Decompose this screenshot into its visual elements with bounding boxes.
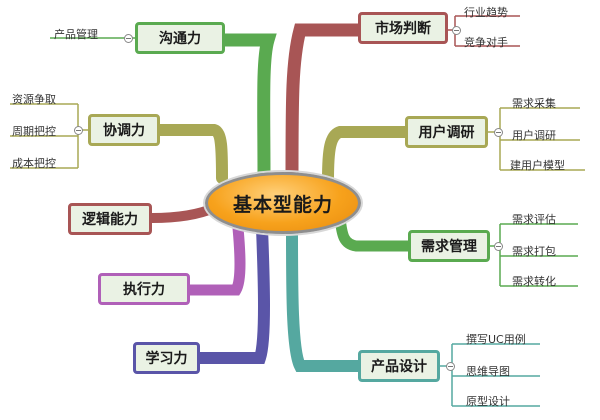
leaf-requirements-1[interactable]: 需求评估 [512, 213, 556, 226]
leaf-design-2[interactable]: 思维导图 [466, 365, 510, 378]
trunk-design [286, 222, 364, 372]
trunk-market [285, 23, 365, 183]
node-design-label: 产品设计 [371, 359, 427, 375]
node-coordination[interactable]: 协调力 [88, 114, 160, 146]
trunk-learning [194, 222, 270, 364]
joint-communication[interactable] [124, 34, 133, 43]
center-topic-label: 基本型能力 [232, 193, 333, 216]
joint-coordination[interactable] [74, 126, 83, 135]
joint-design[interactable] [446, 362, 455, 371]
leaf-requirements-3[interactable]: 需求转化 [512, 275, 556, 288]
node-requirements[interactable]: 需求管理 [408, 230, 490, 262]
node-logic-label: 逻辑能力 [82, 212, 138, 228]
joint-requirements[interactable] [494, 242, 503, 251]
leaf-coordination-3[interactable]: 成本把控 [12, 157, 56, 170]
node-communication-label: 沟通力 [159, 31, 201, 47]
leaf-lines-coordination [10, 103, 88, 169]
leaf-coordination-1[interactable]: 资源争取 [12, 93, 56, 106]
node-coordination-label: 协调力 [103, 123, 145, 139]
trunk-execution [184, 222, 246, 296]
node-user-research-label: 用户调研 [418, 125, 475, 141]
leaf-market-1[interactable]: 行业趋势 [464, 6, 508, 19]
node-user-research[interactable]: 用户调研 [405, 116, 488, 148]
node-market[interactable]: 市场判断 [358, 12, 448, 44]
trunk-coordination [154, 124, 228, 184]
joint-market[interactable] [452, 26, 461, 35]
leaf-user-research-1[interactable]: 需求采集 [512, 97, 556, 110]
trunk-requirements [334, 212, 414, 252]
leaf-design-1[interactable]: 撰写UC用例 [466, 333, 526, 346]
node-communication[interactable]: 沟通力 [135, 22, 225, 54]
leaf-user-research-3[interactable]: 建用户模型 [510, 159, 565, 172]
node-requirements-label: 需求管理 [421, 239, 477, 255]
leaf-requirements-2[interactable]: 需求打包 [512, 245, 556, 258]
node-execution-label: 执行力 [123, 282, 165, 298]
node-logic[interactable]: 逻辑能力 [68, 203, 152, 235]
trunk-communication [218, 33, 277, 183]
node-market-label: 市场判断 [375, 21, 431, 37]
node-learning-label: 学习力 [145, 351, 188, 367]
trunk-user-research [322, 126, 411, 186]
node-execution[interactable]: 执行力 [98, 273, 190, 305]
joint-user-research[interactable] [494, 128, 503, 137]
center-topic[interactable]: 基本型能力 [205, 172, 361, 234]
leaf-communication-1[interactable]: 产品管理 [54, 28, 98, 41]
trunk-logic [147, 203, 219, 223]
leaf-market-2[interactable]: 竞争对手 [464, 36, 508, 49]
node-learning[interactable]: 学习力 [133, 342, 200, 374]
leaf-design-3[interactable]: 原型设计 [466, 395, 510, 408]
leaf-coordination-2[interactable]: 周期把控 [12, 125, 56, 138]
node-design[interactable]: 产品设计 [358, 350, 440, 382]
leaf-user-research-2[interactable]: 用户调研 [512, 129, 556, 142]
